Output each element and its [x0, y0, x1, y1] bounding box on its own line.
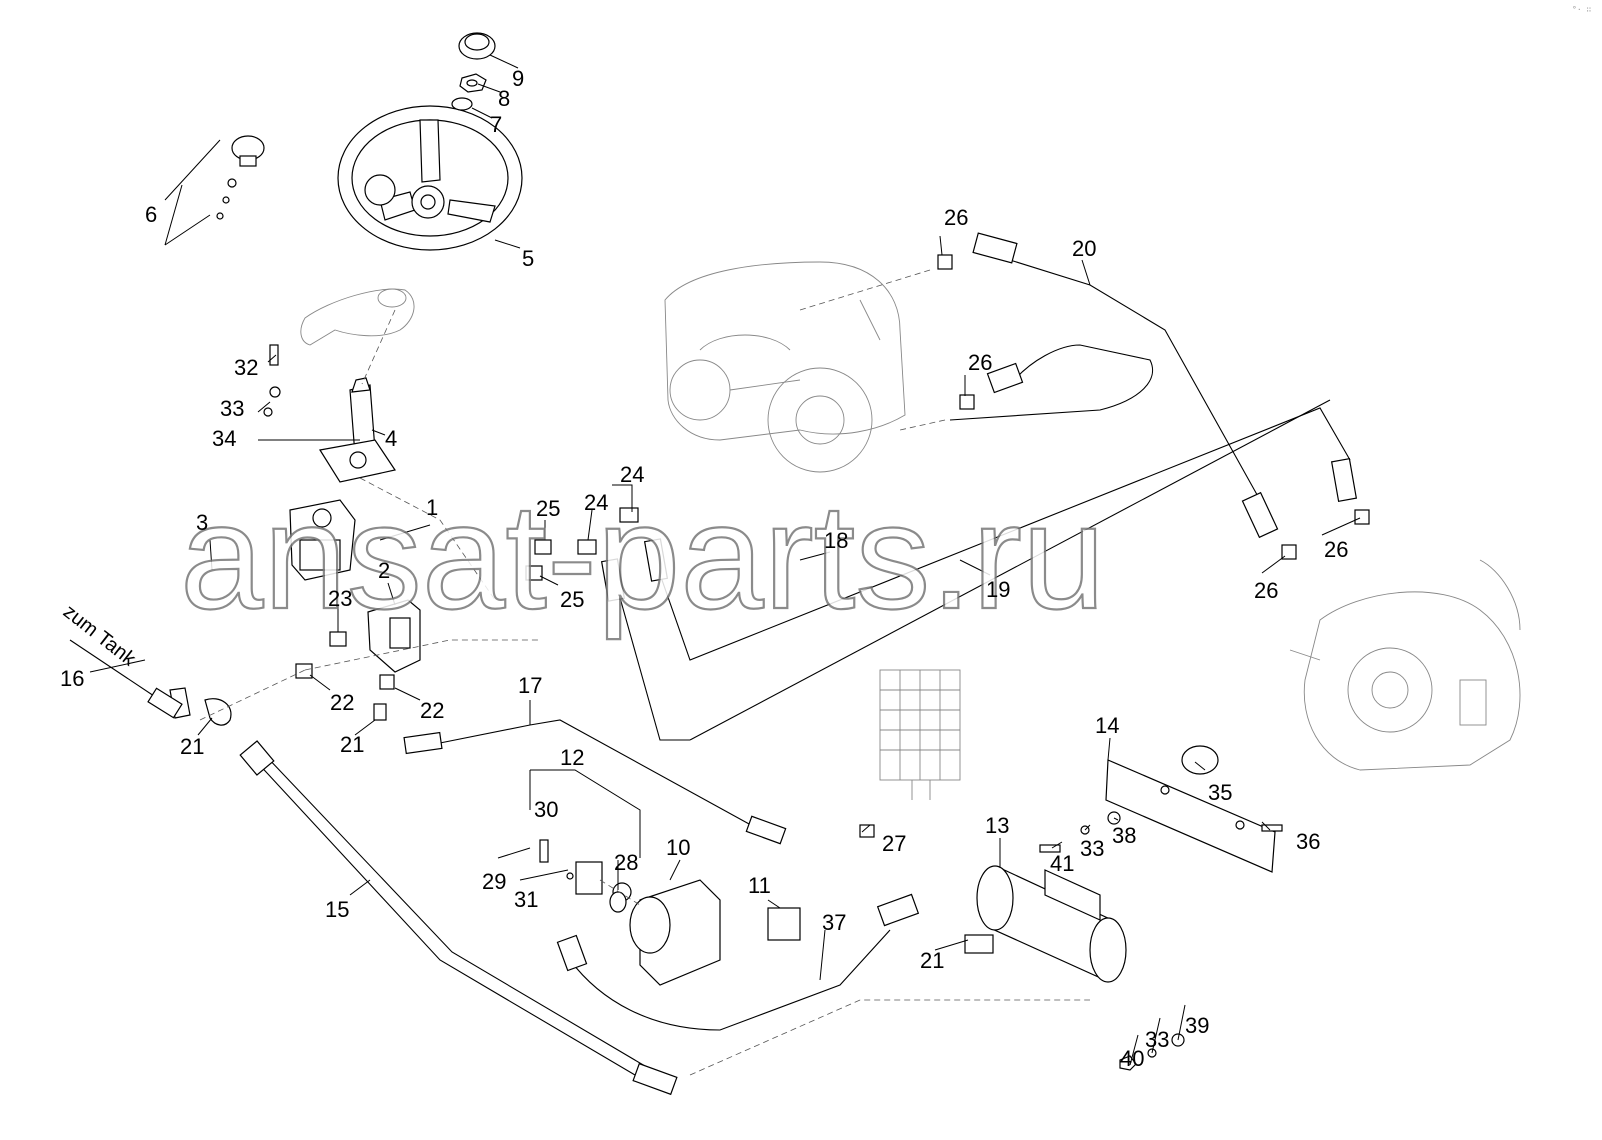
- label-part-32: 32: [234, 355, 258, 380]
- label-part-25-a: 25: [536, 496, 560, 521]
- label-part-29: 29: [482, 869, 506, 894]
- label-part-36: 36: [1296, 829, 1320, 854]
- watermark: ansat-parts.ru: [180, 472, 1105, 640]
- steering-wheel: [337, 105, 523, 251]
- label-part-33-a: 33: [220, 396, 244, 421]
- fittings-26: [937, 254, 1370, 560]
- label-part-19: 19: [986, 577, 1010, 602]
- washer-7: [451, 97, 473, 111]
- label-part-25-b: 25: [560, 587, 584, 612]
- label-part-39: 39: [1185, 1013, 1209, 1038]
- guide-pump: [599, 879, 641, 906]
- label-part-3: 3: [196, 510, 208, 535]
- label-part-1: 1: [426, 495, 438, 520]
- label-part-26-d: 26: [1324, 537, 1348, 562]
- steering-column: [319, 377, 396, 483]
- label-part-26-a: 26: [944, 205, 968, 230]
- part-labels: 1 2 3 4 5 6 7 8 9 10 11 12 13 14 15 16 1…: [60, 66, 1348, 1071]
- label-part-16: 16: [60, 666, 84, 691]
- label-part-18: 18: [824, 528, 848, 553]
- label-part-22-b: 22: [420, 698, 444, 723]
- hose-15: [239, 740, 678, 1096]
- axle-ghost-right: [1289, 559, 1521, 771]
- hose-17: [403, 719, 787, 845]
- fittings-left: [169, 631, 395, 726]
- label-part-40: 40: [1120, 1046, 1144, 1071]
- hose-18-19: [600, 399, 1351, 741]
- label-part-38: 38: [1112, 823, 1136, 848]
- label-part-17: 17: [518, 673, 542, 698]
- label-part-34: 34: [212, 426, 236, 451]
- hose-20: [949, 232, 1358, 539]
- guide-fittings: [199, 639, 540, 721]
- hydraulic-pump: [575, 861, 801, 986]
- guide-trans: [799, 269, 946, 431]
- valve-block: [367, 599, 421, 673]
- label-part-2: 2: [378, 558, 390, 583]
- filter-bracket: [1105, 745, 1276, 873]
- label-part-27: 27: [882, 831, 906, 856]
- label-part-37: 37: [822, 910, 846, 935]
- steering-unit: [289, 499, 356, 581]
- hardware-small: [263, 344, 1283, 1071]
- transmission-ghost-top: [664, 261, 906, 473]
- label-part-21-a: 21: [180, 734, 204, 759]
- label-part-9: 9: [512, 66, 524, 91]
- annotation-to-tank: zum Tank: [59, 601, 140, 671]
- label-part-24-b: 24: [584, 490, 608, 515]
- horn-cap: [458, 32, 496, 60]
- label-part-10: 10: [666, 835, 690, 860]
- label-part-30: 30: [534, 797, 558, 822]
- label-part-31: 31: [514, 887, 538, 912]
- label-part-22-a: 22: [330, 690, 354, 715]
- label-part-8: 8: [498, 86, 510, 111]
- label-part-21-b: 21: [340, 732, 364, 757]
- label-part-5: 5: [522, 246, 534, 271]
- label-part-35: 35: [1208, 780, 1232, 805]
- leader-lines: [89, 54, 1361, 1066]
- label-part-33-b: 33: [1080, 836, 1104, 861]
- label-part-24-a: 24: [620, 462, 644, 487]
- label-part-26-b: 26: [968, 350, 992, 375]
- label-part-7: 7: [490, 112, 502, 137]
- label-part-21-c: 21: [920, 948, 944, 973]
- nut-8: [459, 73, 487, 93]
- hose-37: [556, 893, 1090, 1076]
- label-part-41: 41: [1050, 851, 1074, 876]
- label-part-26-c: 26: [1254, 578, 1278, 603]
- fittings-24-25: [525, 507, 639, 581]
- label-part-33-c: 33: [1145, 1027, 1169, 1052]
- spinner-knob: [216, 135, 265, 220]
- guide-column: [359, 309, 496, 601]
- oil-filter: [964, 865, 1127, 983]
- label-part-12: 12: [560, 745, 584, 770]
- corner-mark: °· ∷: [1572, 5, 1591, 14]
- hose-16: [69, 639, 183, 719]
- label-part-28: 28: [614, 850, 638, 875]
- label-part-6: 6: [145, 202, 157, 227]
- label-part-4: 4: [385, 426, 397, 451]
- label-part-11: 11: [748, 873, 771, 898]
- column-bracket: [300, 288, 415, 346]
- control-valve-ghost: [879, 669, 961, 800]
- label-part-14: 14: [1095, 713, 1119, 738]
- label-part-13: 13: [985, 813, 1009, 838]
- label-part-20: 20: [1072, 236, 1096, 261]
- label-part-15: 15: [325, 897, 349, 922]
- label-part-23: 23: [328, 586, 352, 611]
